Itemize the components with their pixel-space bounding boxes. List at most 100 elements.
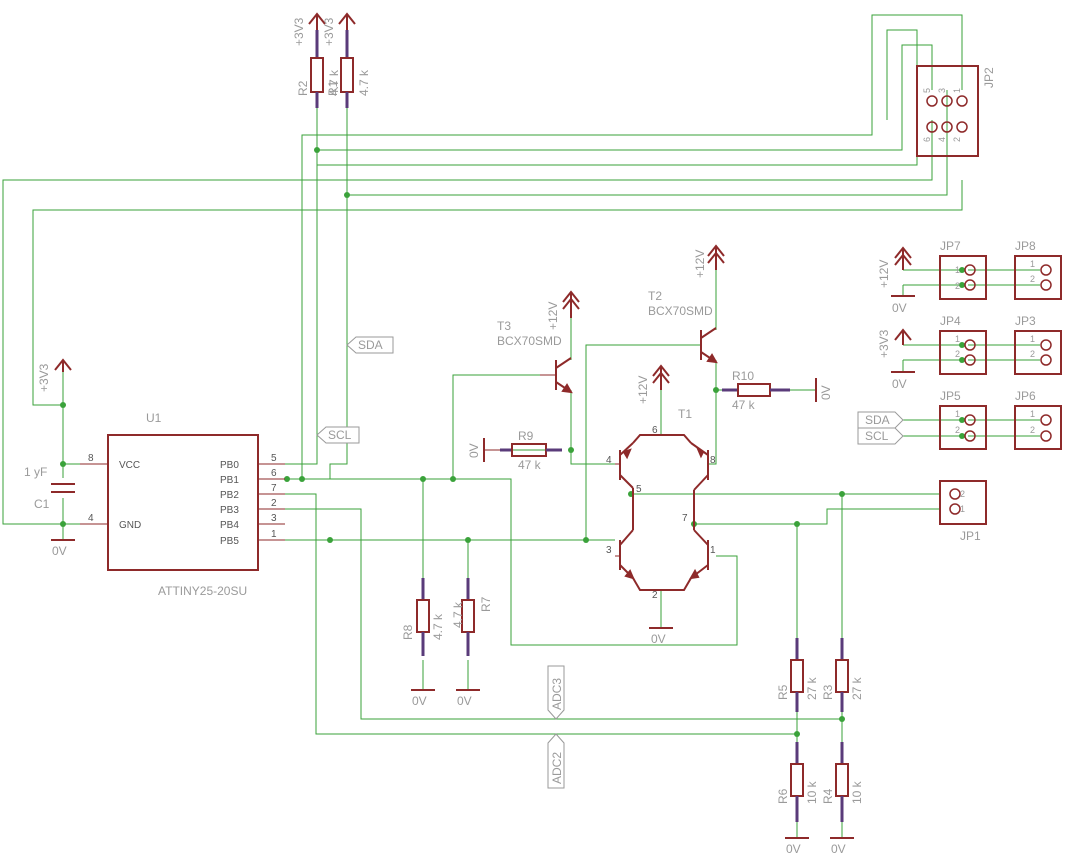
jp3-pin1: 1: [1030, 334, 1035, 344]
resistor-r1: R1 4.7 k: [326, 30, 371, 108]
junction-dots: [60, 147, 965, 737]
gnd-r10: 0V: [815, 378, 833, 402]
r4-name: R4: [821, 788, 835, 804]
t1-pin8: 8: [710, 455, 716, 466]
r6-value: 10 k: [805, 780, 819, 804]
r3-name: R3: [821, 684, 835, 700]
r1-name: R1: [326, 80, 340, 96]
jp3-name: JP3: [1015, 314, 1036, 328]
t1-pin2: 2: [652, 590, 658, 601]
u1-pin-pb1-label: PB1: [220, 475, 239, 486]
flag-scl-right-label: SCL: [865, 429, 889, 443]
jp7-pin1: 1: [955, 265, 960, 275]
gnd-c1: 0V: [51, 539, 75, 558]
resistor-r9: R9 47 k: [500, 429, 562, 472]
supply-3v3-jp4: +3V3: [877, 328, 912, 358]
jp2-pin3: 3: [937, 88, 947, 93]
gnd-jp7-label: 0V: [892, 301, 907, 315]
resistor-r2: R2 4.7 k: [296, 30, 341, 108]
connector-jp6: 1 2 JP6: [1014, 389, 1062, 450]
gnd-r6: 0V: [785, 837, 809, 856]
jp5-pin2: 2: [955, 425, 960, 435]
t1-pin6: 6: [652, 425, 658, 436]
c1-capacitor: 1 yF C1: [24, 465, 75, 511]
flag-scl-label: SCL: [328, 428, 352, 442]
r2-name: R2: [296, 80, 310, 96]
u1-pin-5-num: 5: [271, 453, 277, 464]
flag-adc3: ADC3: [547, 665, 565, 720]
supply-12v-t2: +12V: [693, 244, 725, 278]
jp1-name: JP1: [960, 529, 981, 543]
jp3-pin2: 2: [1030, 349, 1035, 359]
t1-pin4: 4: [606, 455, 612, 466]
r10-name: R10: [732, 369, 754, 383]
jp7-name: JP7: [940, 239, 961, 253]
resistor-r5: R5 27 k: [776, 638, 819, 712]
gnd-r8: 0V: [411, 689, 435, 708]
r7-name: R7: [479, 596, 493, 612]
resistor-r4: R4 10 k: [821, 742, 864, 822]
transistor-t1-bridge: T1 6 4 8 5 7 3 1 2: [606, 407, 716, 601]
u1-pin-pb5-label: PB5: [220, 536, 239, 547]
flag-scl: SCL: [316, 426, 360, 444]
t1-name: T1: [678, 407, 692, 421]
jp2-name: JP2: [982, 67, 996, 88]
jp2-pin5: 5: [922, 88, 932, 93]
u1-pin-pb3-label: PB3: [220, 505, 239, 516]
r3-value: 27 k: [850, 676, 864, 700]
r5-name: R5: [776, 684, 790, 700]
gnd-r4-label: 0V: [831, 842, 846, 856]
jp4-pin2: 2: [955, 349, 960, 359]
r9-name: R9: [518, 429, 534, 443]
flag-sda-right: SDA: [857, 411, 904, 429]
gnd-t1-label: 0V: [651, 632, 666, 646]
supply-3v3-vcc-label: +3V3: [37, 363, 51, 392]
t2-name: T2: [648, 289, 662, 303]
u1-attiny: U1 ATTINY25-20SU VCC GND 8 4 PB0 PB1 PB2…: [80, 411, 285, 598]
flag-adc3-label: ADC3: [550, 678, 564, 710]
u1-pin-3-num: 3: [271, 513, 277, 524]
gnd-t1: 0V: [649, 627, 673, 646]
gnd-r9-label: 0V: [467, 443, 481, 458]
u1-pin-2-num: 2: [271, 498, 277, 509]
u1-pin-vcc-label: VCC: [119, 460, 140, 471]
r10-value: 47 k: [732, 398, 756, 412]
r4-value: 10 k: [850, 780, 864, 804]
flag-sda: SDA: [346, 336, 394, 354]
u1-pin-vcc-num: 8: [88, 453, 94, 464]
connector-jp3: 1 2 JP3: [1014, 314, 1062, 375]
supply-3v3-r2-label: +3V3: [292, 17, 306, 46]
supply-symbols: +3V3 +3V3 +3V3 +12V +12V: [37, 12, 915, 856]
supply-12v-t2-label: +12V: [693, 250, 707, 278]
u1-pin-gnd-label: GND: [119, 520, 141, 531]
jp2-pin2: 2: [952, 137, 962, 142]
jp6-name: JP6: [1015, 389, 1036, 403]
gnd-jp4: 0V: [891, 360, 915, 391]
transistor-t3: T3 BCX70SMD: [497, 319, 573, 394]
resistor-r10: R10 47 k: [722, 369, 790, 412]
r8-name: R8: [401, 624, 415, 640]
jp4-pin1: 1: [955, 334, 960, 344]
c1-name: C1: [34, 497, 50, 511]
t3-name: T3: [497, 319, 511, 333]
connector-jp2: 5 3 1 6 4 2 JP2: [916, 65, 996, 157]
t1-pin1: 1: [710, 545, 716, 556]
net-flags: SDA SCL ADC3 ADC2 SDA SCL: [316, 336, 904, 789]
u1-pin-pb2-label: PB2: [220, 490, 239, 501]
jp5-pin1: 1: [955, 409, 960, 419]
flag-adc2: ADC2: [547, 733, 565, 789]
supply-12v-t3: +12V: [546, 290, 580, 330]
c1-value: 1 yF: [24, 465, 47, 479]
connector-jp1: 2 1 JP1: [939, 480, 987, 543]
jp6-pin2: 2: [1030, 425, 1035, 435]
flag-sda-label: SDA: [358, 338, 383, 352]
gnd-r10-label: 0V: [819, 385, 833, 400]
r1-value: 4.7 k: [357, 69, 371, 96]
supply-12v-t3-label: +12V: [546, 302, 560, 330]
u1-name: U1: [146, 411, 162, 425]
flag-adc2-label: ADC2: [550, 752, 564, 784]
supply-12v-jp7-label: +12V: [877, 260, 891, 288]
t1-pin7: 7: [682, 513, 688, 524]
jp8-name: JP8: [1015, 239, 1036, 253]
